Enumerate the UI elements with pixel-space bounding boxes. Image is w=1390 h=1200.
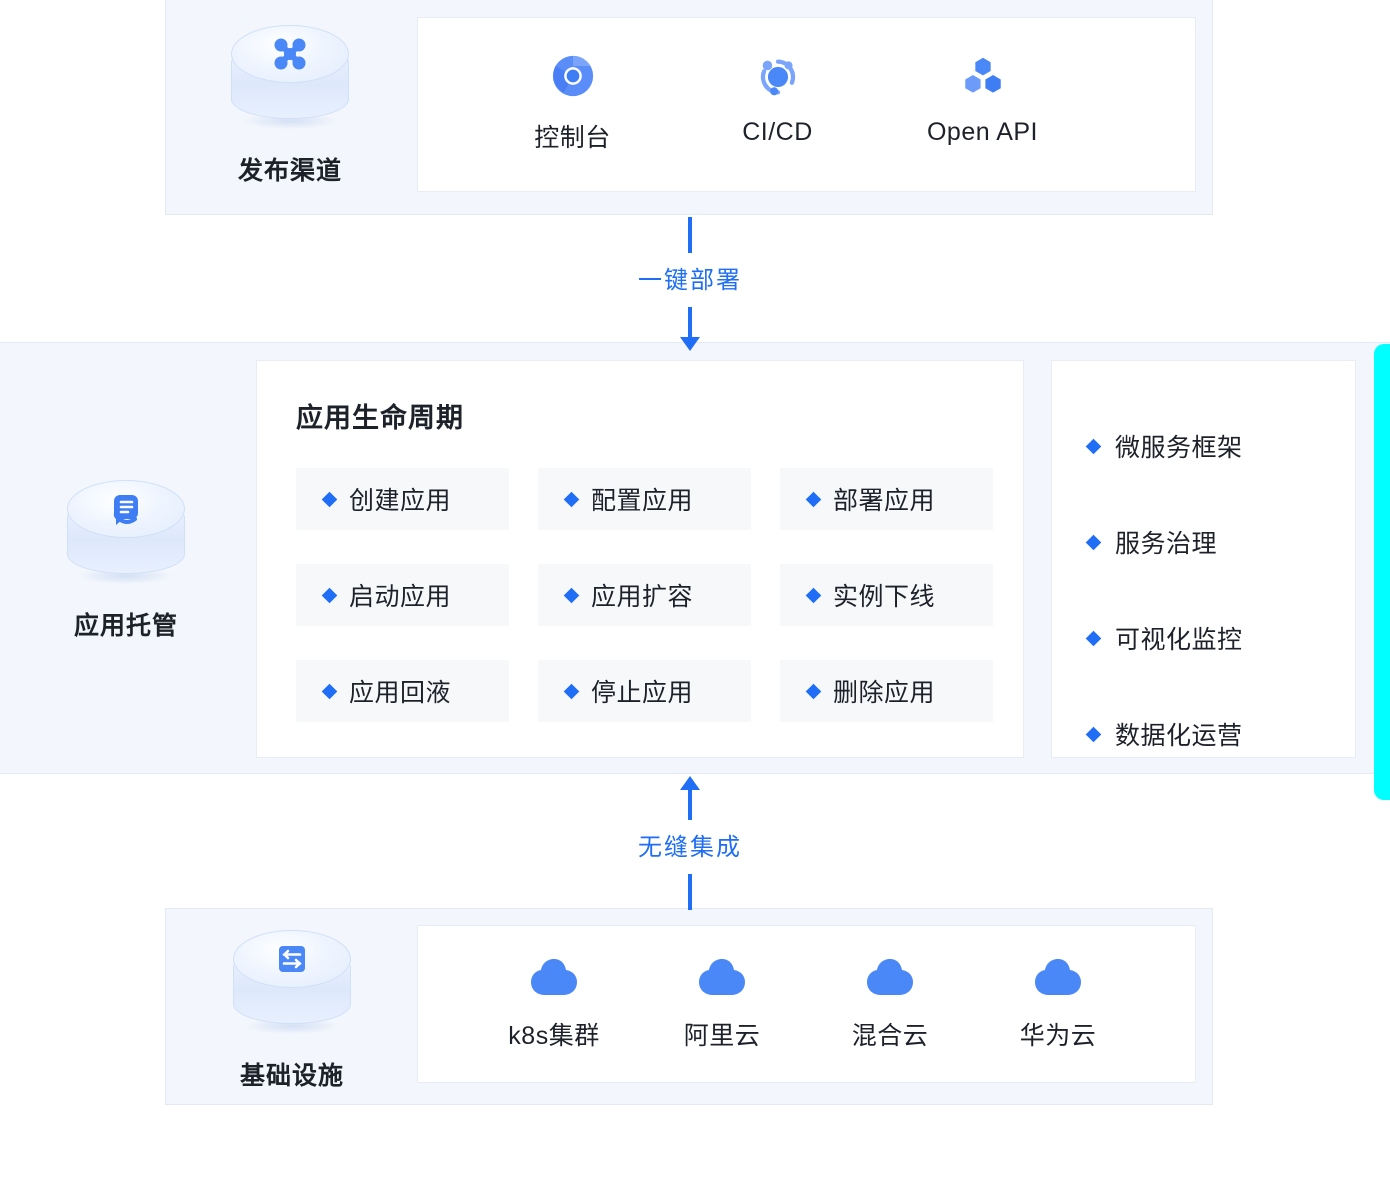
channel-item-label: CI/CD (742, 118, 813, 146)
cloud-icon (638, 952, 806, 1002)
channel-item-console[interactable]: 控制台 (470, 48, 675, 154)
infra-item-label: 阿里云 (683, 1022, 761, 1050)
diamond-bullet-icon (321, 587, 338, 603)
diamond-bullet-icon (805, 587, 822, 603)
connector-label: 无缝集成 (638, 834, 742, 861)
cloud-icon (974, 952, 1142, 1002)
infra-item-hybrid[interactable]: 混合云 (806, 952, 974, 1052)
infra-item-huawei[interactable]: 华为云 (974, 952, 1142, 1052)
lifecycle-item[interactable]: 实例下线 (780, 564, 993, 626)
lifecycle-item-label: 删除应用 (833, 679, 936, 707)
lifecycle-grid: 创建应用 配置应用 部署应用 启动应用 应用扩容 实例下线 应用回液 停止应用 (296, 468, 994, 722)
network-nodes-icon (231, 31, 349, 81)
channel-panel (417, 17, 1196, 192)
cloud-icon (470, 952, 638, 1002)
app-hosting-icon (67, 486, 185, 536)
lifecycle-item[interactable]: 停止应用 (538, 660, 751, 722)
diamond-bullet-icon (805, 683, 822, 699)
cyan-accent-bar (1374, 344, 1390, 800)
feature-item[interactable]: 服务治理 (1085, 494, 1338, 590)
infra-item-label: 华为云 (1019, 1022, 1097, 1050)
infra-item-k8s[interactable]: k8s集群 (470, 952, 638, 1052)
chrome-browser-icon (470, 48, 675, 104)
feature-item[interactable]: 微服务框架 (1085, 398, 1338, 494)
connector-line (688, 790, 692, 820)
diamond-bullet-icon (1085, 534, 1102, 550)
lifecycle-item[interactable]: 部署应用 (780, 468, 993, 530)
channel-item-label: Open API (926, 118, 1039, 146)
connector-line (688, 217, 692, 253)
cicd-orbit-icon (675, 48, 880, 104)
feature-item-label: 可视化监控 (1115, 626, 1243, 654)
channel-item-cicd[interactable]: CI/CD (675, 48, 880, 147)
feature-item[interactable]: 可视化监控 (1085, 590, 1338, 686)
infra-panel (417, 925, 1196, 1083)
features-panel (1051, 360, 1356, 758)
cylinder-shape (67, 480, 185, 584)
connector-one-click-deploy: 一键部署 (560, 217, 820, 351)
feature-item-label: 微服务框架 (1115, 434, 1243, 462)
infra-pillar: 基础设施 (212, 930, 372, 1092)
diamond-bullet-icon (321, 683, 338, 699)
diamond-bullet-icon (805, 491, 822, 507)
lifecycle-item[interactable]: 配置应用 (538, 468, 751, 530)
lifecycle-item-label: 停止应用 (591, 679, 694, 707)
lifecycle-item[interactable]: 创建应用 (296, 468, 509, 530)
lifecycle-item-label: 应用扩容 (591, 583, 694, 611)
connector-label: 一键部署 (638, 267, 742, 294)
infra-item-label: 混合云 (851, 1022, 929, 1050)
diamond-bullet-icon (1085, 438, 1102, 454)
lifecycle-item[interactable]: 删除应用 (780, 660, 993, 722)
diamond-bullet-icon (1085, 726, 1102, 742)
channel-pillar: 发布渠道 (210, 25, 370, 187)
feature-item-label: 服务治理 (1115, 530, 1218, 558)
channel-item-openapi[interactable]: Open API (880, 48, 1085, 147)
lifecycle-item-label: 配置应用 (591, 487, 694, 515)
connector-seamless-integration: 无缝集成 (560, 776, 820, 910)
channel-pillar-label: 发布渠道 (237, 157, 342, 185)
cylinder-shape (231, 25, 349, 129)
feature-item[interactable]: 数据化运营 (1085, 686, 1338, 782)
connector-line (688, 307, 692, 337)
diamond-bullet-icon (563, 683, 580, 699)
connector-line (688, 874, 692, 910)
arrow-up-icon (680, 776, 700, 790)
feature-item-label: 数据化运营 (1115, 722, 1243, 750)
lifecycle-item[interactable]: 应用回液 (296, 660, 509, 722)
lifecycle-item-label: 创建应用 (349, 487, 452, 515)
sliders-settings-icon (233, 936, 351, 986)
arrow-down-icon (680, 337, 700, 351)
channel-items: 控制台 CI/CD (470, 48, 1150, 154)
diamond-bullet-icon (563, 587, 580, 603)
lifecycle-item[interactable]: 启动应用 (296, 564, 509, 626)
infra-item-label: k8s集群 (508, 1022, 600, 1050)
cloud-icon (806, 952, 974, 1002)
diamond-bullet-icon (1085, 630, 1102, 646)
hexagon-cluster-icon (880, 48, 1085, 104)
hosting-pillar-label: 应用托管 (73, 612, 178, 640)
infra-item-aliyun[interactable]: 阿里云 (638, 952, 806, 1052)
lifecycle-item-label: 实例下线 (833, 583, 936, 611)
lifecycle-item-label: 部署应用 (833, 487, 936, 515)
channel-item-label: 控制台 (534, 124, 611, 152)
lifecycle-item-label: 应用回液 (349, 679, 452, 707)
feature-list: 微服务框架 服务治理 可视化监控 数据化运营 (1085, 398, 1338, 782)
lifecycle-title: 应用生命周期 (296, 403, 464, 433)
lifecycle-item[interactable]: 应用扩容 (538, 564, 751, 626)
infra-items: k8s集群 阿里云 混合云 华为云 (470, 952, 1170, 1052)
infra-pillar-label: 基础设施 (239, 1062, 344, 1090)
diamond-bullet-icon (563, 491, 580, 507)
cylinder-shape (233, 930, 351, 1034)
diamond-bullet-icon (321, 491, 338, 507)
lifecycle-item-label: 启动应用 (349, 583, 452, 611)
hosting-pillar: 应用托管 (46, 480, 206, 642)
